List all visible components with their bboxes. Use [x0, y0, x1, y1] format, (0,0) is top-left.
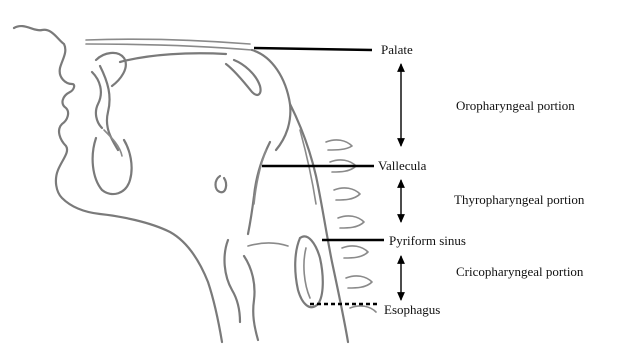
- pharyngeal-wall-upper: [252, 50, 290, 150]
- larynx-front: [225, 240, 240, 322]
- vallecula-label: Vallecula: [378, 158, 427, 173]
- palate-label: Palate: [381, 42, 413, 57]
- nasal-floor-lower: [86, 44, 252, 50]
- epiglottis-inner: [254, 150, 266, 204]
- cricopharyngeal-portion-label: Cricopharyngeal portion: [456, 264, 584, 279]
- palate-soft: [120, 53, 226, 62]
- vertebra-3: [334, 188, 360, 200]
- pyriform-sinus-inner: [304, 248, 310, 298]
- palate-leader: [254, 48, 372, 50]
- esophagus-label: Esophagus: [384, 302, 440, 317]
- vertebra-4: [338, 216, 364, 228]
- velum: [226, 60, 261, 95]
- vertebra-7: [350, 306, 376, 312]
- thyropharyngeal-portion-label: Thyropharyngeal portion: [454, 192, 585, 207]
- pyriform-sinus-label: Pyriform sinus: [389, 233, 466, 248]
- face-profile: [14, 26, 222, 342]
- hyoid: [216, 176, 227, 192]
- larynx-back: [244, 256, 258, 340]
- mandible: [93, 138, 132, 194]
- epiglottis: [248, 142, 270, 234]
- head-neck-outline: [14, 26, 376, 342]
- oropharyngeal-portion-label: Oropharyngeal portion: [456, 98, 575, 113]
- larynx-fold: [248, 243, 288, 246]
- teeth-upper: [92, 72, 102, 128]
- vertebra-6: [346, 276, 372, 288]
- tongue-body: [100, 66, 118, 150]
- vertebra-5: [342, 246, 368, 258]
- vertebra-1: [326, 140, 352, 150]
- nasal-floor: [86, 39, 250, 44]
